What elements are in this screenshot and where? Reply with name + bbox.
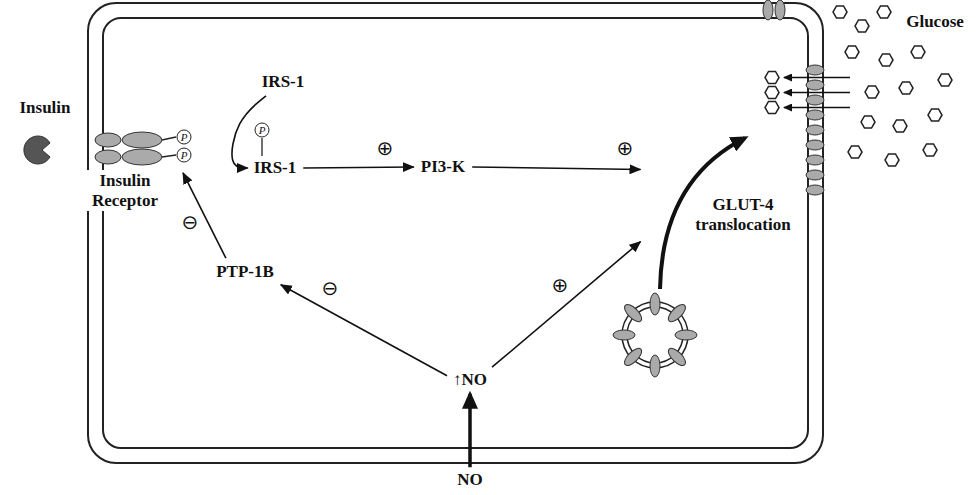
arrow-connector [472,167,640,169]
arrow-connector [281,285,447,376]
phosphate-circle: P [255,123,270,138]
arrow-connector [468,394,472,467]
cell-membrane-outer [88,3,823,463]
regulation-sign: ⊕ [616,138,635,158]
node-text: PTP-1B [213,261,277,283]
molecule-label: Insulin [17,97,72,119]
receptor-stem [162,155,176,157]
molecule-label: Glucose [904,11,966,33]
regulation-sign: ⊖ [321,278,340,298]
node-text: NO [454,469,486,491]
regulation-sign: ⊖ [181,212,200,232]
node-text: Insulin Receptor [80,170,170,211]
regulation-sign: ⊕ [551,275,570,295]
receptor-stem [162,137,176,140]
phosphate-stem [261,138,262,156]
membrane-transporter [775,0,785,20]
glut4-vesicle [613,293,697,377]
receptor-subunit [95,150,121,164]
process-label: GLUT-4 translocation [681,194,806,235]
receptor-subunit [122,149,162,165]
insulin-receptor: Insulin Receptor [70,126,180,211]
node-text: PI3-K [418,156,468,178]
glucose-uptake-arrows [784,78,850,108]
membrane-transporter [763,0,773,20]
node-text: GLUT-4 translocation [681,194,806,235]
enzyme-label: PI3-K [418,156,468,178]
cell-membrane-inner [103,18,808,448]
arrow-connector [492,242,641,368]
glut4-transporters [806,65,824,195]
protein-label: IRS-1 [259,71,308,93]
connector-group [183,96,641,467]
regulation-sign: ⊕ [376,138,395,158]
enzyme-label: PTP-1B [213,261,277,283]
insulin-molecule [24,136,50,164]
phosphate-circle: P [177,130,192,145]
signal-label: ↑NO [450,369,490,391]
receptor-shape [70,126,180,170]
node-text: IRS-1 [251,157,300,179]
receptor-subunit [95,133,121,147]
receptor-subunit [122,132,162,148]
node-text: ↑NO [450,369,490,391]
phosphate-circle: P [177,148,192,163]
arrow-connector [303,167,414,168]
protein-label: IRS-1 [251,157,300,179]
node-text: IRS-1 [259,71,308,93]
signal-label: NO [454,469,486,491]
